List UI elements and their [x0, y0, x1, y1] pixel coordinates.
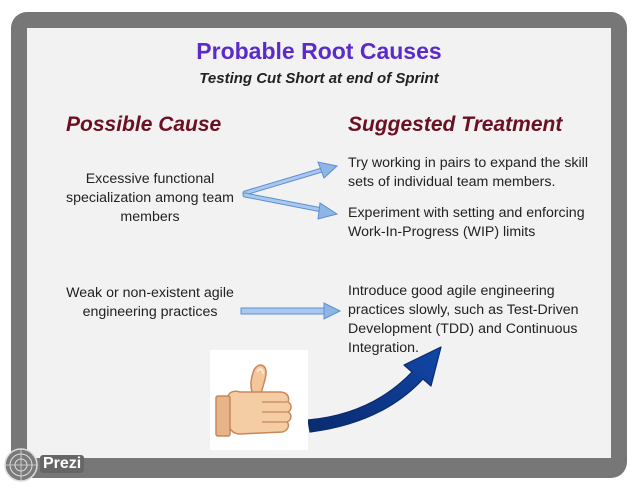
prezi-logo-text: Prezi	[40, 455, 85, 473]
prezi-logo-icon	[4, 448, 38, 482]
treatment-agile-practices: Introduce good agile engineering practic…	[348, 283, 579, 356]
treatment-pairing: Try working in pairs to expand the skill…	[348, 155, 588, 190]
cause-engineering-practices: Weak or non-existent agile engineering p…	[66, 285, 234, 320]
cause-specialization: Excessive functional specialization amon…	[66, 171, 234, 225]
possible-cause-heading: Possible Cause	[66, 113, 222, 136]
slide-canvas	[27, 28, 611, 458]
slide-subtitle: Testing Cut Short at end of Sprint	[199, 70, 439, 87]
thumbs-up-image	[210, 350, 308, 450]
slide-title: Probable Root Causes	[196, 38, 442, 64]
thumbs-up-icon	[215, 364, 292, 437]
suggested-treatment-heading: Suggested Treatment	[348, 113, 563, 136]
treatment-wip-limits: Experiment with setting and enforcing Wo…	[348, 205, 585, 240]
